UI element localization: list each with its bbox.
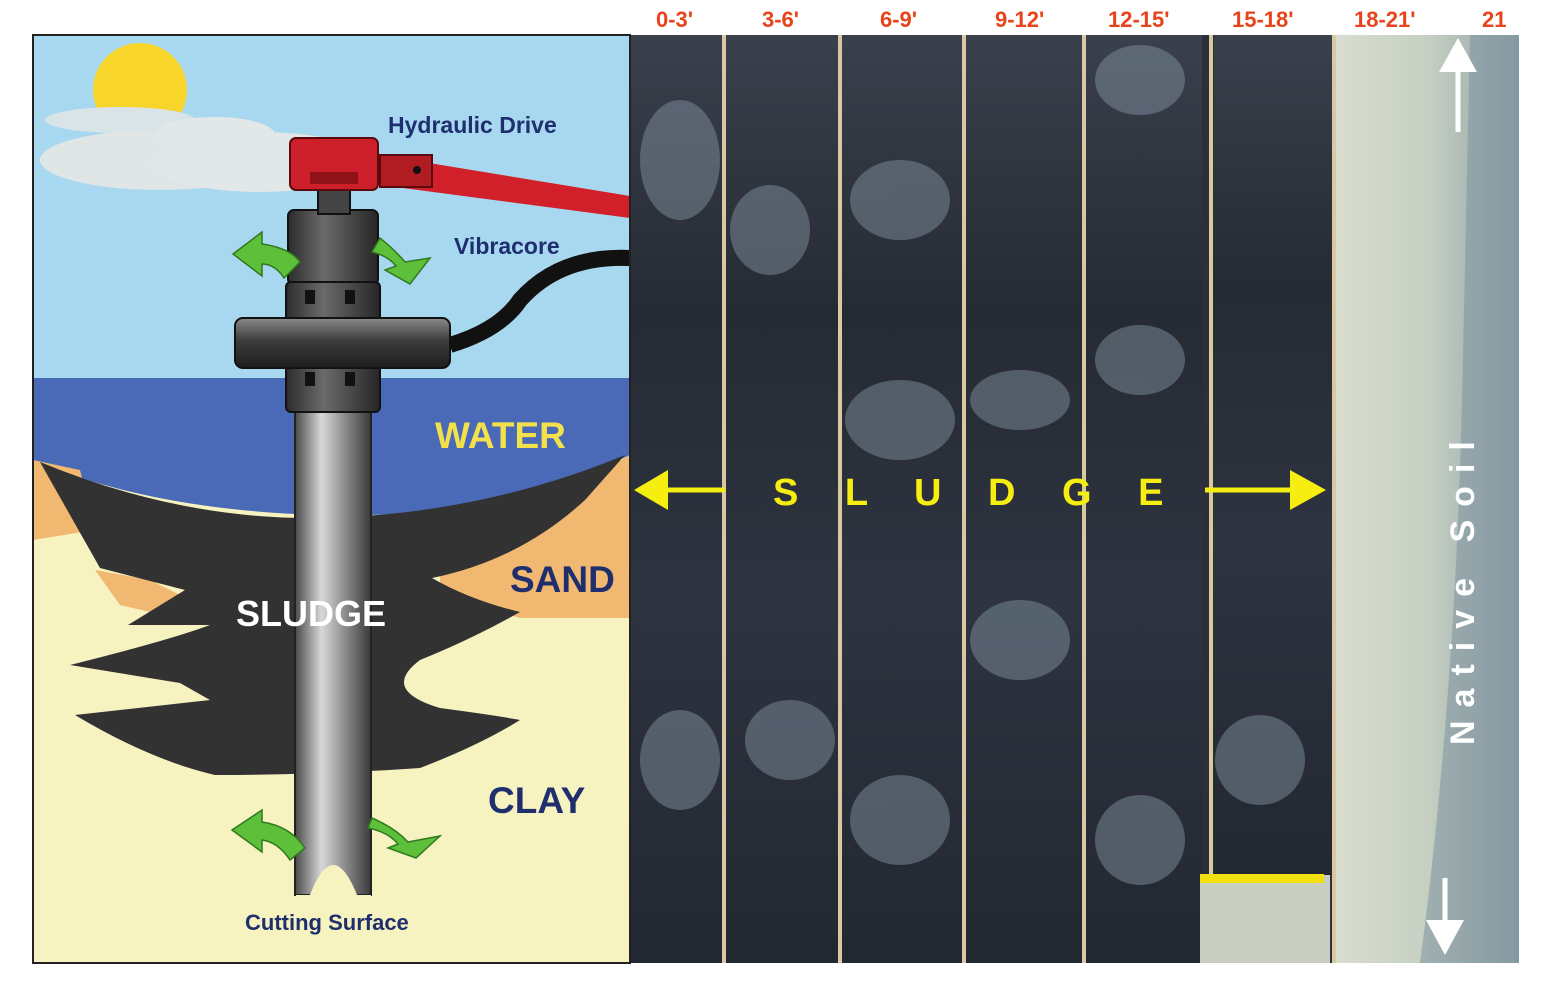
core-column-base [1200, 875, 1330, 963]
cutting-notch [296, 865, 371, 897]
hydraulic-arm [380, 155, 630, 218]
core-column [842, 35, 962, 963]
vibracore-crossbar [234, 317, 451, 369]
collar-slot [345, 372, 355, 386]
arrow-down-icon [1426, 920, 1464, 955]
sand-sliver [95, 570, 190, 612]
native-soil-arrow-down [1426, 878, 1464, 955]
arrow-up-icon [1439, 38, 1477, 72]
arrow-left-icon [634, 470, 668, 510]
sludge-photo-label: S L U D G E [773, 472, 1181, 514]
sludge-extent-arrow-right [1205, 470, 1326, 510]
hydraulic-arm-clamp [379, 154, 433, 188]
clay-label: CLAY [488, 780, 586, 821]
drive-head-band [310, 172, 358, 184]
hydraulic-hose [447, 249, 631, 353]
depth-label: 12-15' [1108, 7, 1170, 32]
sludge-diagram-label: SLUDGE [236, 593, 386, 634]
rotation-arrow-icon [366, 817, 443, 859]
native-soil-arrow-up [1439, 38, 1477, 132]
depth-label: 21 [1482, 7, 1506, 32]
sand-label: SAND [510, 559, 615, 600]
depth-label: 15-18' [1232, 7, 1294, 32]
core-column [726, 35, 838, 963]
vibracore-housing [287, 209, 379, 286]
rotation-arrow-icon [231, 230, 301, 280]
core-column [966, 35, 1082, 963]
core-pipe [294, 379, 372, 896]
depth-label: 3-6' [762, 7, 799, 32]
vibracore-diagram: Hydraulic Drive Vibracore WATER SAND SLU… [32, 34, 631, 964]
core-mottling [640, 45, 1305, 885]
rotation-arrow-icon [230, 808, 307, 862]
core-separators [722, 35, 1336, 963]
depth-labels: 0-3' 3-6' 6-9' 9-12' 12-15' 15-18' 18-21… [656, 7, 1506, 32]
cutting-surface-label: Cutting Surface [245, 910, 409, 935]
pivot-icon [413, 166, 421, 174]
core-column [631, 35, 723, 963]
depth-label: 6-9' [880, 7, 917, 32]
native-soil-edge [1420, 35, 1519, 963]
depth-label: 9-12' [995, 7, 1044, 32]
depth-label: 18-21' [1354, 7, 1416, 32]
depth-marker [1200, 874, 1324, 883]
collar-slot [345, 290, 355, 304]
core-columns [631, 35, 1332, 963]
water-label: WATER [435, 415, 566, 456]
arrow-right-icon [1290, 470, 1326, 510]
diagram-frame [32, 34, 631, 964]
hydraulic-drive-label: Hydraulic Drive [388, 112, 557, 138]
collar-slot [305, 290, 315, 304]
depth-label: 0-3' [656, 7, 693, 32]
vibracore-label: Vibracore [454, 233, 560, 259]
core-column [1086, 35, 1202, 963]
sludge-extent-arrow-left [634, 470, 725, 510]
drive-neck [317, 189, 351, 215]
collar-slot [305, 372, 315, 386]
native-soil-label: Native Soil [1444, 428, 1482, 745]
core-column [1214, 35, 1332, 875]
core-photo: S L U D G E Native Soil [631, 35, 1519, 963]
rotation-arrow-icon [370, 236, 432, 285]
